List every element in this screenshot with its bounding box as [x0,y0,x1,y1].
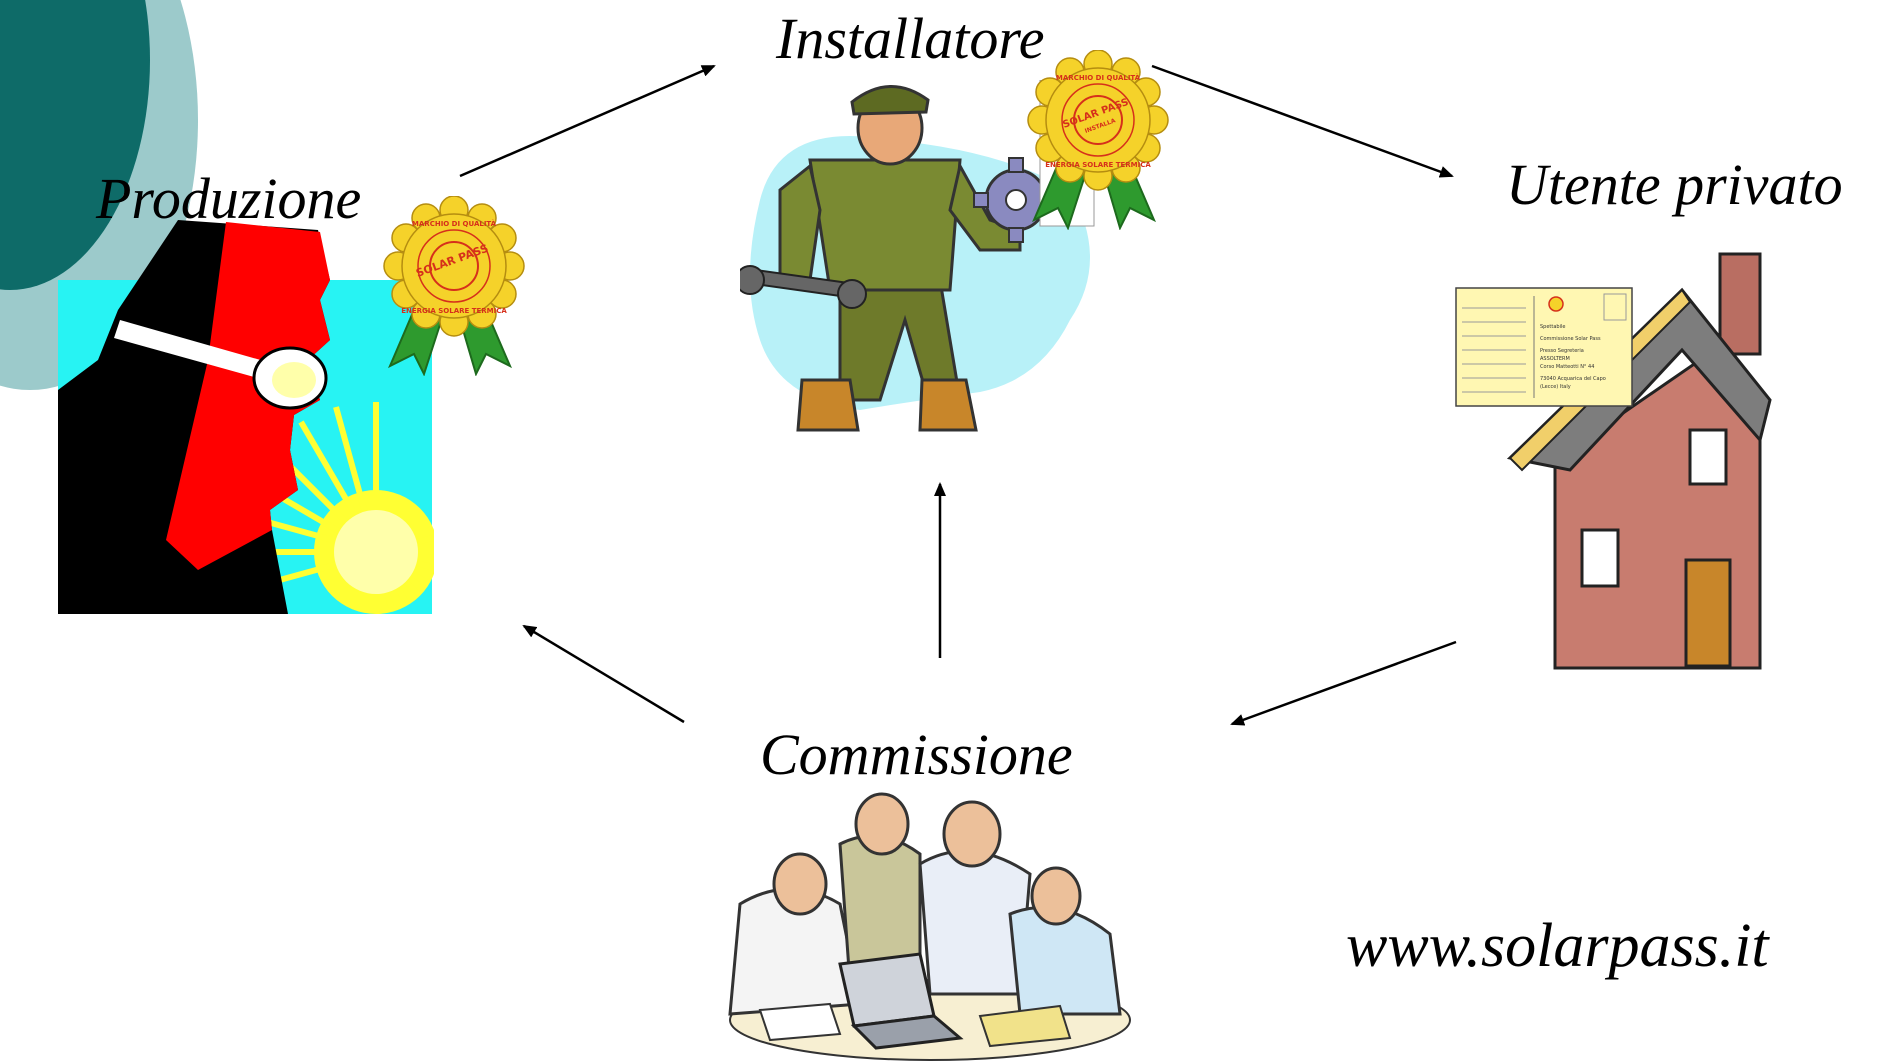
badge-top-text: MARCHIO DI QUALITÀ [1056,73,1141,82]
installatore-clipart [740,80,1095,432]
goggles-icon [114,320,328,410]
produzione-clipart [58,220,434,614]
badge-top-text: MARCHIO DI QUALITÀ [412,219,497,228]
solarpass-badge-installatore: SOLAR PASS INSTALLA MARCHIO DI QUALITÀ E… [1027,50,1169,230]
arrow-utente-commissione [1230,640,1457,726]
solarpass-badge-produzione: SOLAR PASS MARCHIO DI QUALITÀ ENERGIA SO… [383,196,525,376]
commissione-clipart [728,792,1131,1061]
label-commissione: Commissione [760,722,1073,787]
postcard-line: ASSOLTERM [1540,356,1570,362]
postcard-line: Presso Segreteria [1540,348,1584,354]
arrow-commissione-produzione [522,624,685,724]
wrench-icon [740,265,867,309]
website-url: www.solarpass.it [1346,912,1769,980]
postcard-line: Corso Matteotti N° 44 [1540,364,1594,370]
postcard-line: 73040 Acquarica del Capo [1540,376,1606,382]
postcard: Spettabile Commissione Solar Pass Presso… [1455,287,1633,407]
label-utente-privato: Utente privato [1506,152,1843,217]
arrow-installatore-utente [1151,64,1454,178]
postcard-line: Commissione Solar Pass [1540,336,1601,342]
arrow-produzione-installatore [459,64,716,178]
label-installatore: Installatore [776,6,1045,71]
badge-bottom-text: ENERGIA SOLARE TERMICA [1045,161,1151,169]
utente-clipart: Spettabile Commissione Solar Pass Presso… [1455,252,1772,670]
postcard-line: Spettabile [1540,324,1565,330]
postcard-line: (Lecce) Italy [1540,384,1571,390]
badge-bottom-text: ENERGIA SOLARE TERMICA [401,307,507,315]
label-produzione: Produzione [96,166,362,231]
laptop-icon [838,952,964,1050]
